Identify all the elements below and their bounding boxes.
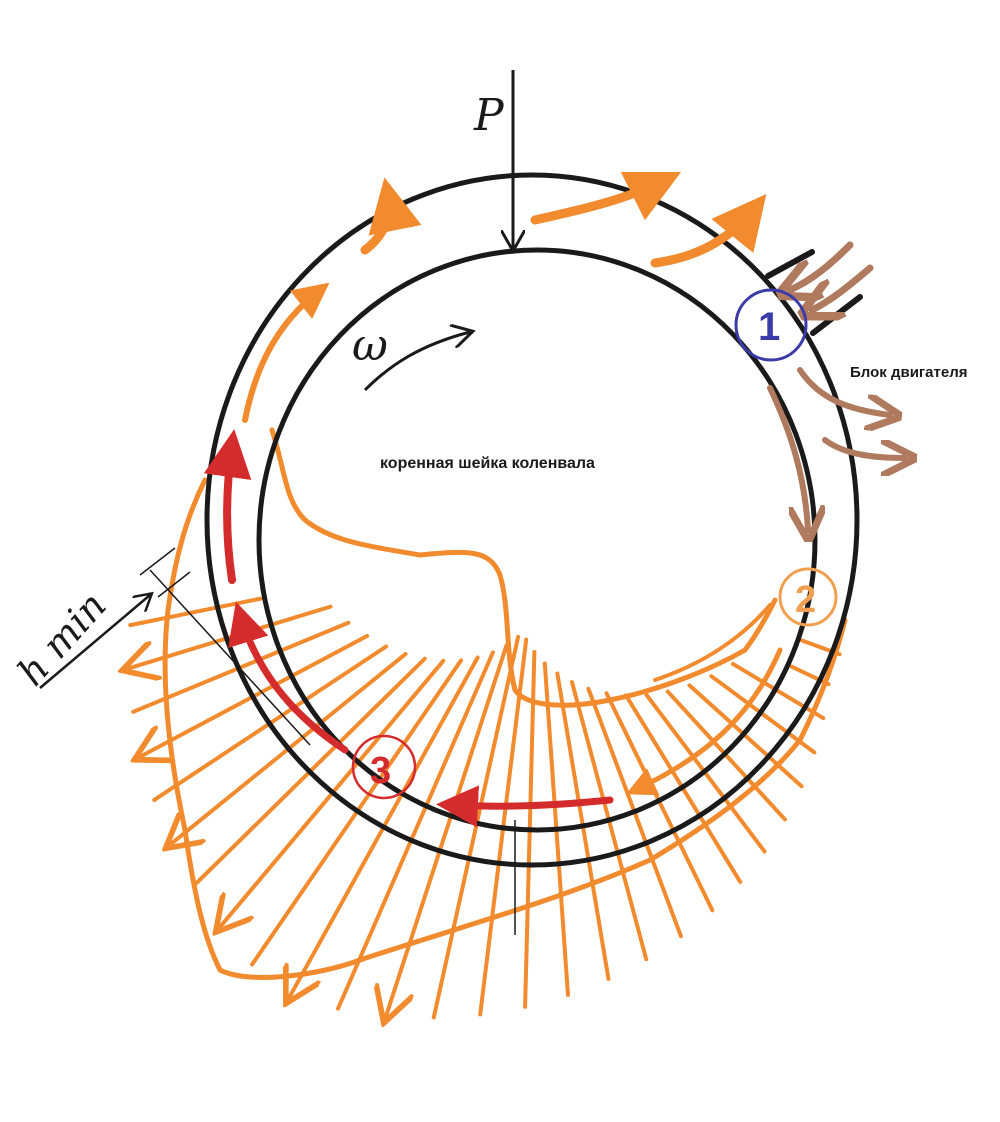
gap-flow-arrow-left bbox=[242, 282, 330, 423]
pressure-hatch-outer-line bbox=[554, 831, 570, 997]
pressure-hatch-outer-line bbox=[744, 734, 804, 789]
top-flow-arrow-right bbox=[650, 194, 767, 268]
pressure-hatch-inner-line bbox=[333, 656, 427, 749]
gap-flow-arrow-lower-right bbox=[625, 647, 783, 796]
pressure-hatch-inner-line bbox=[644, 692, 709, 777]
rotation-arrow bbox=[363, 332, 470, 392]
pressure-hatch-outer-line bbox=[191, 744, 338, 888]
pressure-hatch-outer-line bbox=[131, 650, 279, 714]
force-label: P bbox=[473, 90, 505, 141]
pressure-hatch-inner-line bbox=[299, 644, 389, 705]
gap-flow-arrow-zone2 bbox=[653, 603, 772, 682]
oil-outflow-arrow-1 bbox=[797, 367, 890, 415]
pressure-envelope-outer bbox=[162, 477, 848, 980]
pressure-hatch-outer-line bbox=[776, 689, 826, 721]
zone-3-number: 3 bbox=[370, 750, 391, 792]
pressure-hatch-inner-line bbox=[730, 661, 781, 694]
pressure-hatch-inner-line bbox=[665, 689, 730, 759]
pressure-hatch-inner-line bbox=[274, 620, 351, 655]
pressure-hatch-outer-line bbox=[682, 788, 743, 884]
pressure-hatch-outer-line bbox=[789, 664, 831, 687]
hmin-dimension-line bbox=[149, 569, 311, 746]
top-flow-arrow-left bbox=[360, 177, 422, 255]
engine-block-label: Блок двигателя bbox=[850, 364, 967, 381]
pressure-hatch-inner-line bbox=[286, 634, 370, 681]
oil-hole-edge-top bbox=[765, 249, 815, 279]
bearing-bore bbox=[204, 172, 860, 868]
zone-marker-1: 1 bbox=[734, 288, 808, 362]
pressure-hatch-outer-line bbox=[172, 723, 320, 843]
oil-outflow-arrow-2 bbox=[822, 437, 905, 458]
pressure-hatch-outer-line bbox=[658, 802, 715, 913]
pressure-hatch-inner-line bbox=[687, 683, 749, 739]
oil-feed-arrow-2 bbox=[812, 264, 874, 310]
zone-marker-2: 2 bbox=[778, 567, 838, 627]
journal-label: коренная шейка коленвала bbox=[380, 455, 595, 472]
zone-1-number: 1 bbox=[758, 305, 780, 349]
top-flow-arrow-mid bbox=[530, 171, 682, 225]
pressure-envelope-inner bbox=[269, 427, 778, 708]
min-gap-flow-arrow-left bbox=[228, 601, 349, 754]
pressure-hatch-outer-line bbox=[581, 827, 611, 981]
hmin-extension-1 bbox=[139, 547, 176, 576]
pressure-hatch-inner-line bbox=[422, 650, 495, 812]
pressure-hatch-inner-line bbox=[265, 604, 333, 628]
pressure-hatch-inner-line bbox=[709, 674, 766, 717]
pressure-hatch-outer-line bbox=[633, 813, 683, 939]
pressure-hatch-outer-line bbox=[152, 700, 304, 802]
zone-marker-3: 3 bbox=[351, 734, 417, 800]
pressure-hatch-outer-line bbox=[141, 676, 291, 756]
pressure-hatch-inner-line bbox=[500, 637, 529, 834]
pressure-hatch-inner-line bbox=[353, 658, 446, 768]
pressure-hatch-outer-line bbox=[704, 772, 767, 854]
pressure-distribution-hatch bbox=[130, 596, 842, 1018]
pressure-hatch-outer-line bbox=[607, 821, 649, 962]
zone-2-number: 2 bbox=[795, 579, 816, 621]
min-gap-flow-arrow-bottom bbox=[436, 785, 614, 828]
pressure-hatch-outer-line bbox=[290, 795, 403, 996]
min-gap-flow-arrow-upper bbox=[203, 429, 252, 584]
oil-feed-arrow-1 bbox=[790, 241, 854, 290]
pressure-hatch-outer-line bbox=[336, 807, 427, 1011]
hmin-leader-line bbox=[39, 595, 150, 689]
pressure-hatch-inner-line bbox=[375, 658, 464, 785]
hmin-extension-2 bbox=[157, 571, 191, 598]
omega-label: ω bbox=[352, 320, 388, 371]
pressure-hatch-inner-line bbox=[623, 693, 687, 793]
pressure-hatch-inner-line bbox=[315, 651, 408, 728]
pressure-hatch-outer-line bbox=[523, 831, 532, 1009]
oil-flow-arrow-down bbox=[767, 385, 808, 530]
